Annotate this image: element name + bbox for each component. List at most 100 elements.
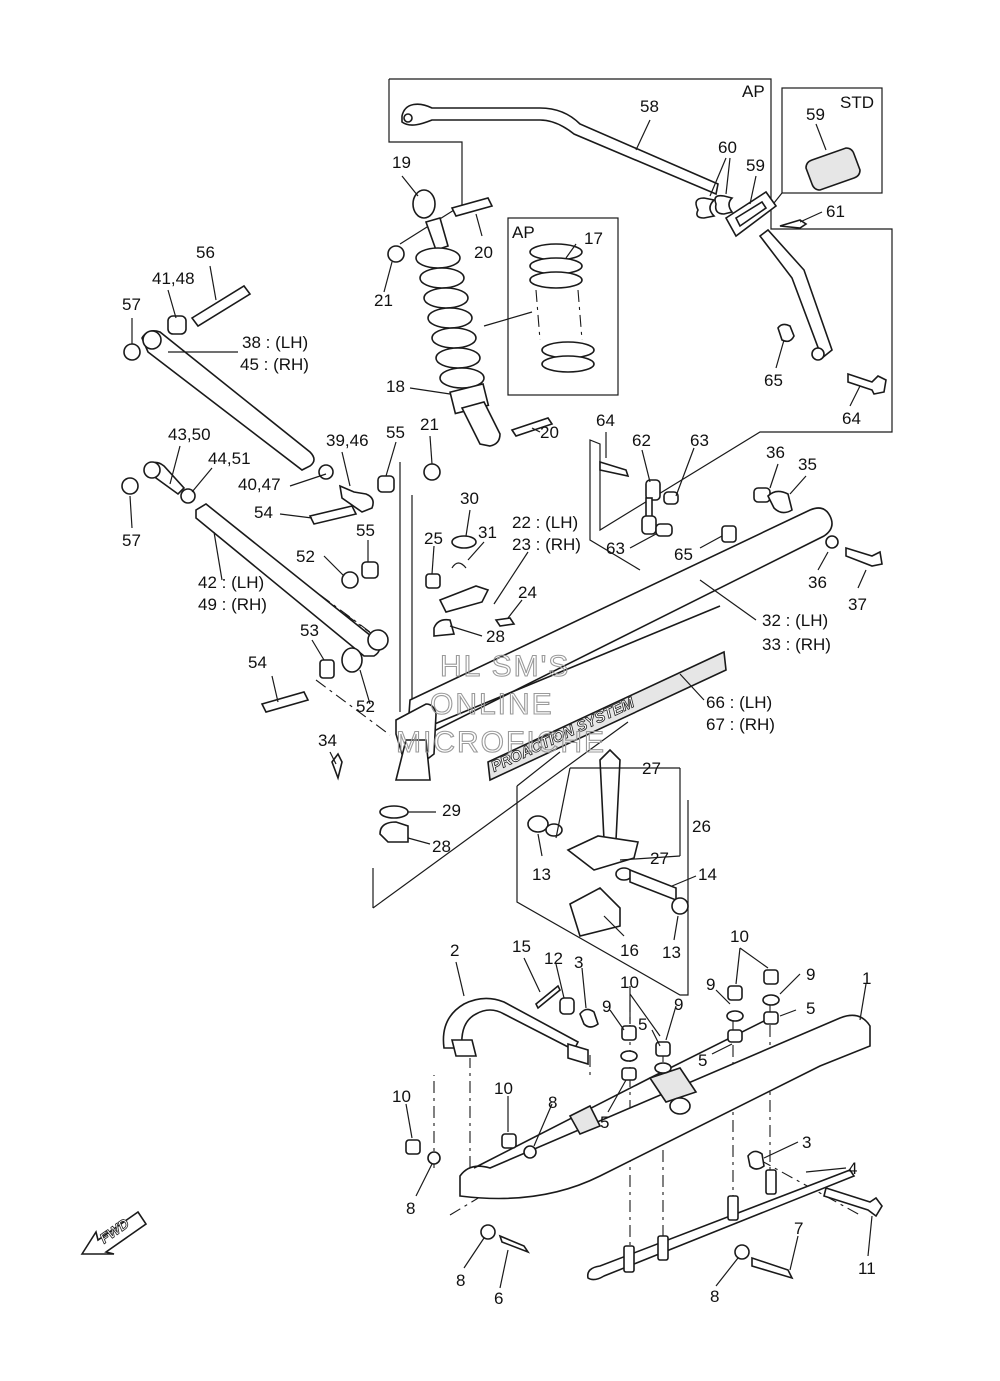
spindle-base	[566, 835, 639, 871]
nut-21a	[387, 245, 405, 263]
callout-label: 21	[420, 415, 439, 434]
callout-label: 66 : (LH)	[706, 693, 772, 712]
callout-label: 41,48	[152, 269, 195, 288]
bolt-20b	[510, 417, 554, 437]
upper-arm-end	[142, 330, 162, 350]
rivet-61	[779, 219, 808, 229]
nut-10d	[501, 1133, 517, 1149]
std-label: STD	[840, 93, 874, 112]
bushing-19	[412, 189, 436, 219]
washer-36a	[753, 487, 771, 503]
collar-12	[559, 997, 575, 1015]
nut-25	[425, 573, 441, 589]
callout-label: 31	[478, 523, 497, 542]
callout-label: 21	[374, 291, 393, 310]
callout-label: 25	[424, 529, 443, 548]
callout-label: 19	[392, 153, 411, 172]
rod-end-43-eye	[143, 461, 161, 479]
callout-label: 28	[432, 837, 451, 856]
callout-label: 13	[662, 943, 681, 962]
callout-label: 5	[698, 1051, 707, 1070]
clamp-59-slot	[734, 200, 768, 228]
ski-body	[459, 1014, 871, 1200]
spindle-shaft	[599, 748, 621, 841]
ap-spring-box	[507, 217, 619, 396]
callout-label: 67 : (RH)	[706, 715, 775, 734]
callout-label: 55	[356, 521, 375, 540]
callout-label: 9	[806, 965, 815, 984]
collar-14	[629, 868, 677, 902]
shock-eye-bottom	[460, 401, 501, 447]
link-62-bottom	[641, 515, 657, 535]
bolt-64b	[599, 460, 630, 478]
callout-label: 2	[450, 941, 459, 960]
callout-label: 11	[858, 1259, 876, 1278]
bolt-11	[823, 1186, 883, 1218]
callout-label: 65	[764, 371, 783, 390]
nut-10c	[405, 1139, 421, 1155]
callout-label: 40,47	[238, 475, 281, 494]
callout-label: 3	[802, 1133, 811, 1152]
callout-label: 52	[296, 547, 315, 566]
callout-label: 9	[602, 997, 611, 1016]
callout-label: 39,46	[326, 431, 369, 450]
callout-label: 59	[806, 105, 825, 124]
callout-labels: 58 60 59 59 61 65 64 64 62 63 63 65 36 3…	[122, 97, 876, 1308]
grease-fitting-34	[331, 752, 343, 781]
callout-label: 52	[356, 697, 375, 716]
callout-label: 56	[196, 243, 215, 262]
washer-8c	[734, 1244, 750, 1260]
bushing-41	[167, 315, 187, 335]
bushing-27b	[545, 823, 563, 837]
bushing-28a	[433, 618, 456, 637]
callout-label: 4	[848, 1159, 857, 1178]
bushing-63a	[663, 491, 679, 505]
callout-label: 43,50	[168, 425, 211, 444]
bolt-dash	[315, 679, 391, 736]
callout-label: 7	[794, 1219, 803, 1238]
callout-label: 63	[690, 431, 709, 450]
bushing-3a	[579, 1008, 599, 1028]
shock-eye-top	[424, 217, 449, 252]
bushing-60b	[714, 194, 734, 215]
nut-44	[180, 488, 196, 504]
washer-8b	[523, 1145, 537, 1159]
bolt-54a	[308, 505, 358, 525]
callout-label: 35	[798, 455, 817, 474]
bushing-52a	[341, 571, 359, 589]
ap-main-box-left	[388, 79, 463, 205]
callout-label: 62	[632, 431, 651, 450]
arm-dash-1	[299, 579, 371, 633]
callout-label: 10	[494, 1079, 513, 1098]
callout-label: 64	[842, 409, 861, 428]
callout-label: 53	[300, 621, 319, 640]
watermark-line-2: ONLINE	[430, 688, 554, 721]
callout-label: 27	[650, 849, 669, 868]
callout-label: 59	[746, 156, 765, 175]
spring-pointer	[483, 311, 533, 327]
callout-label: 29	[442, 801, 461, 820]
cap-30	[451, 535, 477, 549]
bushing-63b	[655, 523, 673, 537]
callout-label: 10	[620, 973, 639, 992]
callout-label: 34	[318, 731, 337, 750]
callout-label: 54	[254, 503, 273, 522]
callout-label: 1	[862, 969, 871, 988]
callout-label: 10	[730, 927, 749, 946]
bushing-3b	[747, 1150, 765, 1170]
callout-label: 8	[548, 1093, 557, 1112]
callout-label: 3	[574, 953, 583, 972]
callout-label: 36	[766, 443, 785, 462]
callout-label: 8	[406, 1199, 415, 1218]
watermark-line-1: HL SM'S	[440, 650, 570, 683]
bushing-35	[767, 490, 793, 514]
lower-arm-end	[367, 629, 389, 651]
callout-label: 8	[456, 1271, 465, 1290]
callout-label: 22 : (LH)	[512, 513, 578, 532]
bracket-22	[438, 585, 490, 613]
callout-label: 36	[808, 573, 827, 592]
bushing-52b	[341, 647, 363, 673]
bolt-7	[751, 1256, 794, 1280]
callout-label: 20	[474, 243, 493, 262]
bushing-60a	[695, 197, 716, 219]
